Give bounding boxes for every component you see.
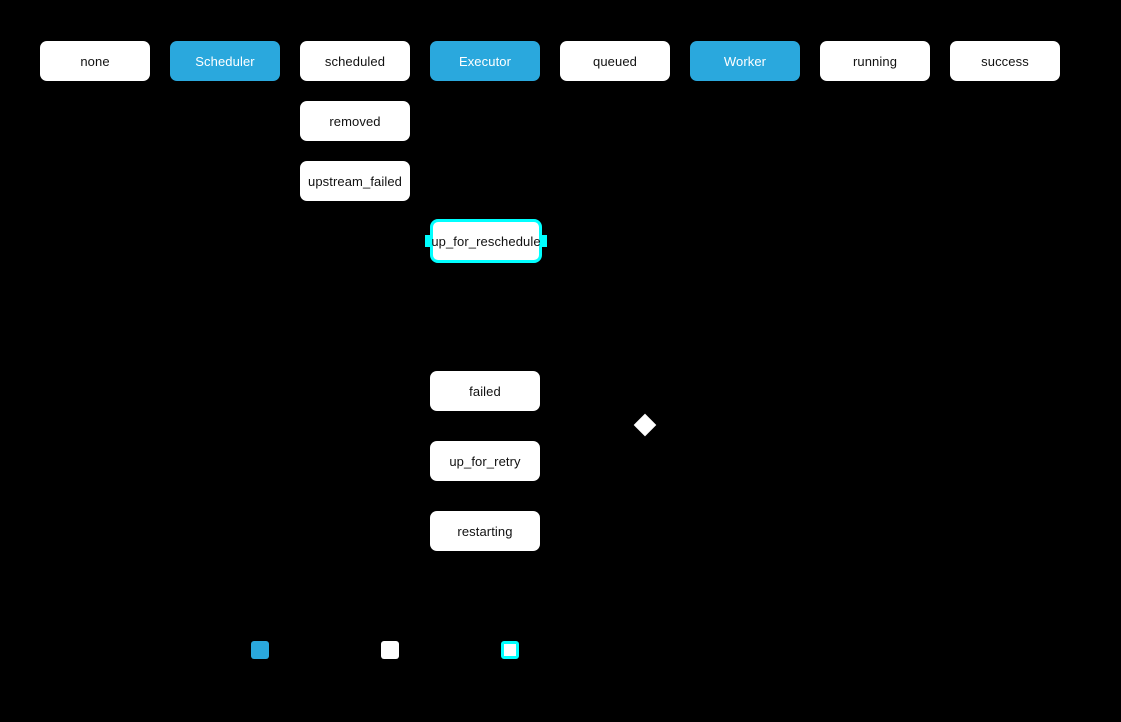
connection-handle-left-icon[interactable]	[425, 235, 430, 247]
node-scheduled[interactable]: scheduled	[300, 41, 410, 81]
node-running[interactable]: running	[820, 41, 930, 81]
node-up-for-retry[interactable]: up_for_retry	[430, 441, 540, 481]
edge-marker-diamond-icon	[633, 413, 657, 437]
node-executor[interactable]: Executor	[430, 41, 540, 81]
node-success[interactable]: success	[950, 41, 1060, 81]
node-label: none	[80, 53, 110, 69]
node-label: success	[981, 53, 1029, 69]
node-upstream-failed[interactable]: upstream_failed	[300, 161, 410, 201]
node-failed[interactable]: failed	[430, 371, 540, 411]
legend-label-actor: Actor	[275, 643, 304, 657]
connection-handle-right-icon[interactable]	[542, 235, 547, 247]
legend-label-selected: Selected state	[525, 643, 602, 657]
node-restarting[interactable]: restarting	[430, 511, 540, 551]
node-label: upstream_failed	[308, 173, 402, 189]
legend-label-state: Task state	[405, 643, 460, 657]
node-label: removed	[329, 113, 381, 129]
node-removed[interactable]: removed	[300, 101, 410, 141]
node-label: up_for_reschedule	[431, 233, 541, 249]
node-label: Scheduler	[195, 53, 255, 69]
node-none[interactable]: none	[40, 41, 150, 81]
node-label: scheduled	[324, 53, 386, 69]
legend-swatch-state	[381, 641, 399, 659]
node-label: Worker	[723, 53, 767, 69]
legend-swatch-selected	[501, 641, 519, 659]
node-up-for-reschedule[interactable]: up_for_reschedule	[425, 219, 547, 263]
node-label: queued	[593, 53, 637, 69]
node-label: up_for_retry	[449, 453, 521, 469]
node-scheduler[interactable]: Scheduler	[170, 41, 280, 81]
node-queued[interactable]: queued	[560, 41, 670, 81]
node-worker[interactable]: Worker	[690, 41, 800, 81]
node-label: restarting	[457, 523, 513, 539]
legend-swatch-actor	[251, 641, 269, 659]
node-label: failed	[469, 383, 501, 399]
node-label: Executor	[458, 53, 512, 69]
node-label: running	[852, 53, 898, 69]
